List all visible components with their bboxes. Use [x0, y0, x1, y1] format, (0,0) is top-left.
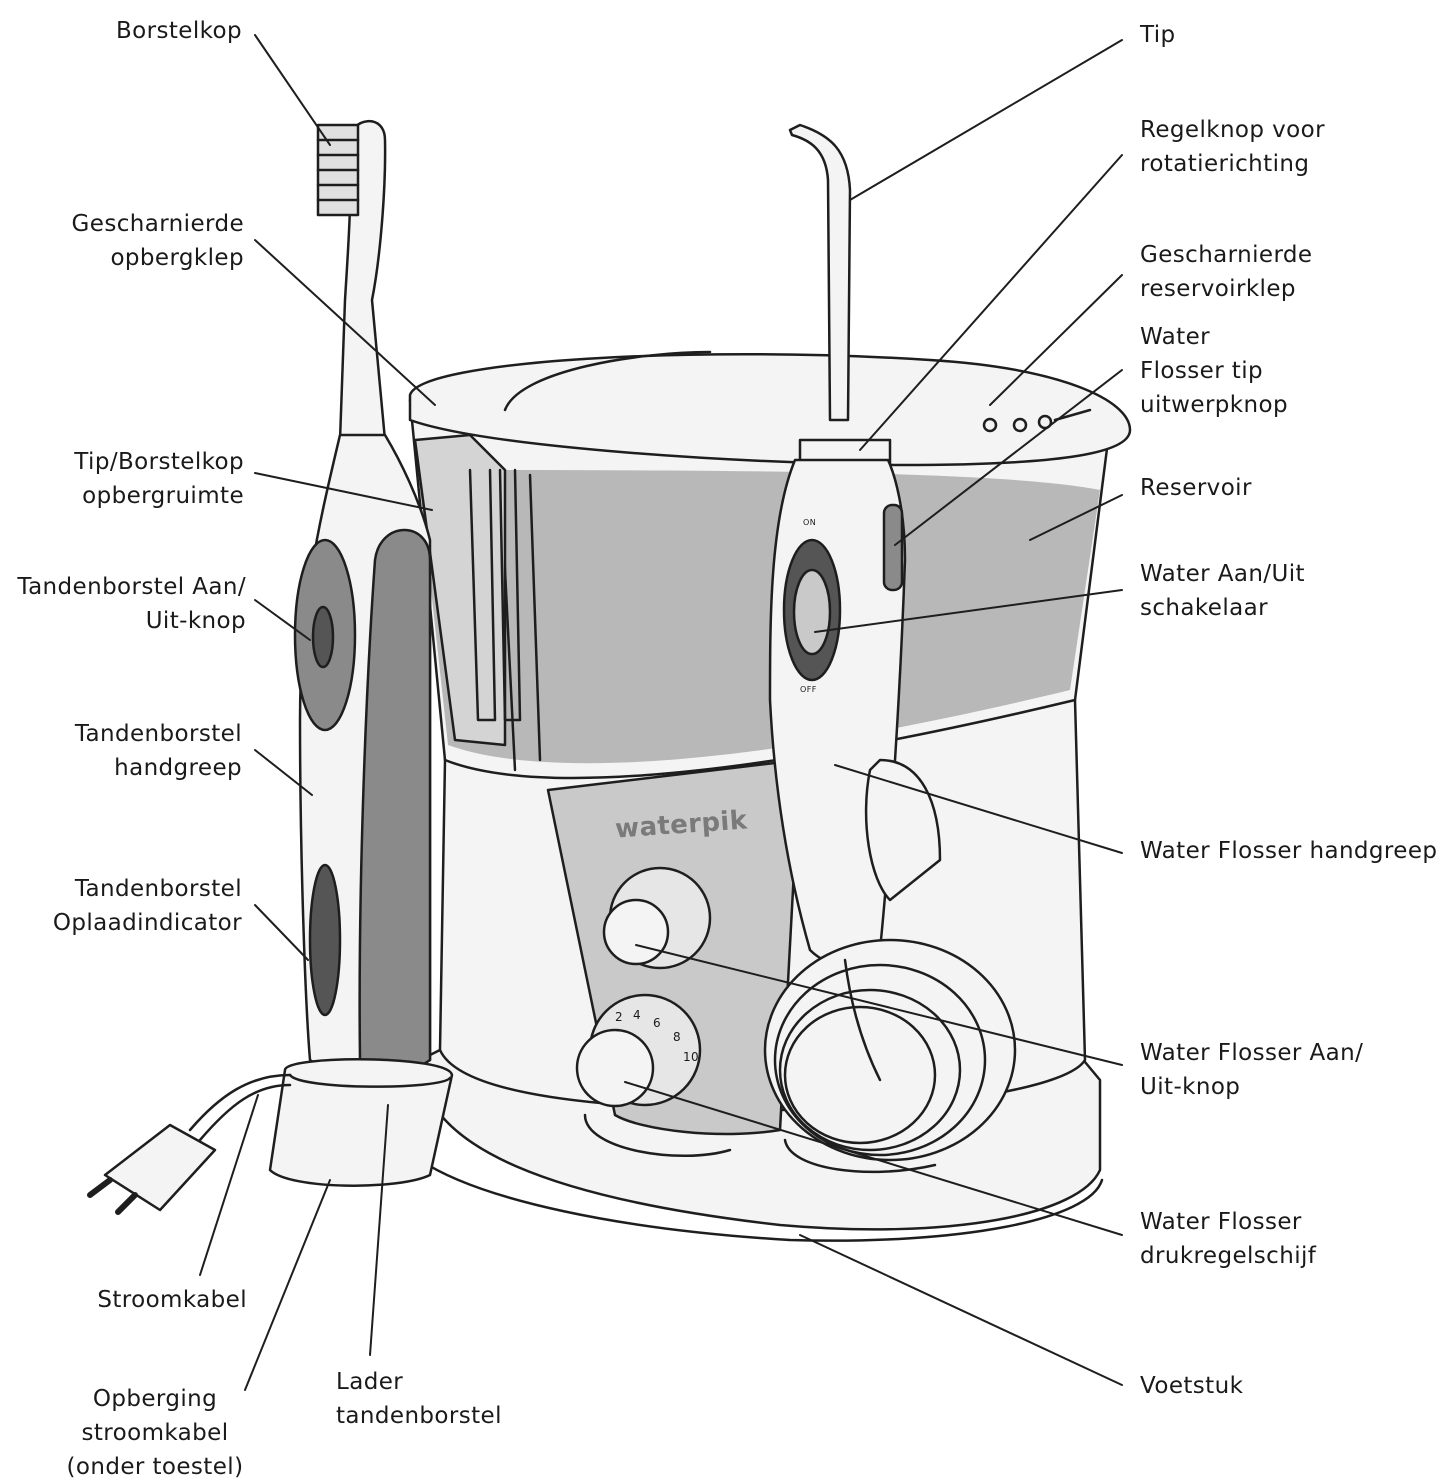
- reservoir-shape: [408, 387, 1112, 780]
- charge-indicator-shape: [308, 863, 342, 1017]
- dial-mark-1: 2: [615, 1010, 624, 1024]
- label-stroomkabel: Stroomkabel: [97, 1287, 247, 1313]
- storage-compartment-shape: [413, 433, 522, 747]
- label-reservoir: Reservoir: [1140, 475, 1252, 501]
- coiled-hose-shape: [763, 938, 1017, 1162]
- label-borstelkop: Borstelkop: [115, 18, 242, 44]
- bristles: [316, 123, 360, 217]
- dial-mark-2: 4: [633, 1008, 642, 1022]
- charger-base-shape: [268, 1058, 454, 1187]
- pressure-dial-shape: [575, 1028, 655, 1108]
- switch-off-mark: OFF: [800, 685, 817, 694]
- label-voetstuk: Voetstuk: [1140, 1373, 1244, 1399]
- dial-mark-3: 6: [653, 1016, 662, 1030]
- reservoir-lid-shape: [408, 350, 1132, 467]
- toothbrush-shape: [293, 120, 432, 1073]
- knobs-shape: [575, 866, 712, 1108]
- power-cord-shape: [87, 1073, 292, 1215]
- leader-lines: [199, 34, 1123, 1391]
- dial-mark-5: 10: [683, 1050, 700, 1064]
- label-tip: Tip: [1140, 22, 1176, 48]
- dial-mark-4: 8: [673, 1030, 682, 1044]
- onoff-knob-shape: [602, 898, 670, 966]
- switch-on-mark: ON: [803, 518, 817, 527]
- label-flosser-aanuit: Water Flosser Aan/Uit-knop: [1140, 1040, 1364, 1100]
- eject-button-shape: [882, 503, 904, 592]
- label-flosser-handgreep: Water Flosser handgreep: [1140, 838, 1438, 864]
- flosser-handle-shape: [768, 123, 942, 967]
- label-aanuit-knop: Tandenborstel Aan/Uit-knop: [17, 574, 246, 634]
